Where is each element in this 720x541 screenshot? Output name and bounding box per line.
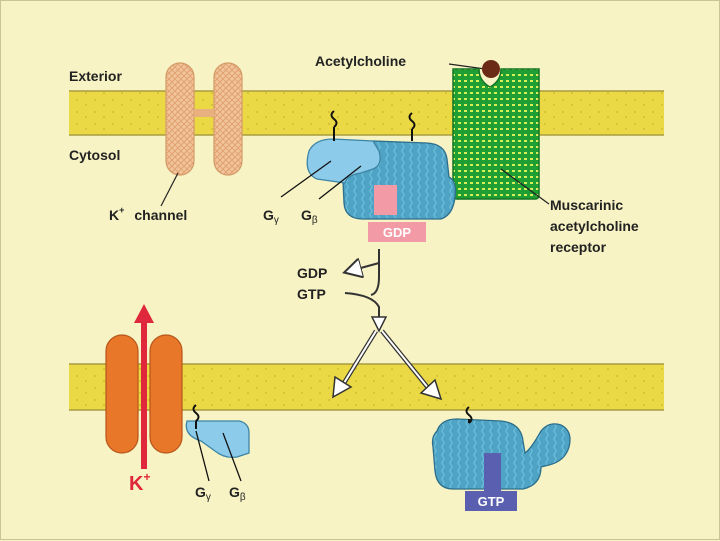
gamma-lipid-anchor xyxy=(330,110,338,141)
exterior-label: Exterior xyxy=(69,68,122,84)
g-beta-leader xyxy=(318,165,362,200)
gtp-pill-label: GTP xyxy=(478,494,505,509)
g-beta-gamma-dimer xyxy=(185,420,250,459)
acetylcholine-molecule xyxy=(482,60,500,78)
upper-membrane xyxy=(69,90,664,136)
k-channel-label: K+channel xyxy=(109,205,187,223)
muscarinic-receptor xyxy=(452,68,540,200)
k-channel-leader xyxy=(160,172,179,207)
gamma-lipid-anchor-2 xyxy=(192,404,200,429)
receptor-label-line3: receptor xyxy=(550,239,607,255)
k-channel-closed xyxy=(165,62,243,176)
alpha-lipid-anchor-2 xyxy=(465,406,473,424)
k-efflux-arrow xyxy=(134,304,154,469)
alpha-lipid-anchor xyxy=(408,112,416,141)
k-channel-open xyxy=(105,334,183,454)
g-beta-label-2: Gβ xyxy=(229,484,246,503)
g-gamma-leader xyxy=(280,160,332,198)
g-beta-leader-2 xyxy=(222,432,242,482)
g-protein-trimer xyxy=(306,138,457,242)
gdp-release-label: GDP xyxy=(297,265,327,281)
gtp-bind-label: GTP xyxy=(297,286,326,302)
exchange-arrow xyxy=(332,249,443,401)
acetylcholine-leader xyxy=(448,63,486,70)
g-alpha-gtp xyxy=(431,418,571,511)
receptor-leader xyxy=(500,168,550,205)
g-gamma-leader-2 xyxy=(195,430,210,482)
g-gamma-label-2: Gγ xyxy=(195,484,211,503)
receptor-label-line1: Muscarinic xyxy=(550,197,623,213)
receptor-label-line2: acetylcholine xyxy=(550,218,639,234)
acetylcholine-label: Acetylcholine xyxy=(315,53,406,69)
g-beta-label: Gβ xyxy=(301,207,318,226)
cytosol-label: Cytosol xyxy=(69,147,120,163)
k-efflux-label: K+ xyxy=(129,470,150,495)
g-gamma-label: Gγ xyxy=(263,207,279,226)
gdp-pill-label: GDP xyxy=(383,225,412,240)
